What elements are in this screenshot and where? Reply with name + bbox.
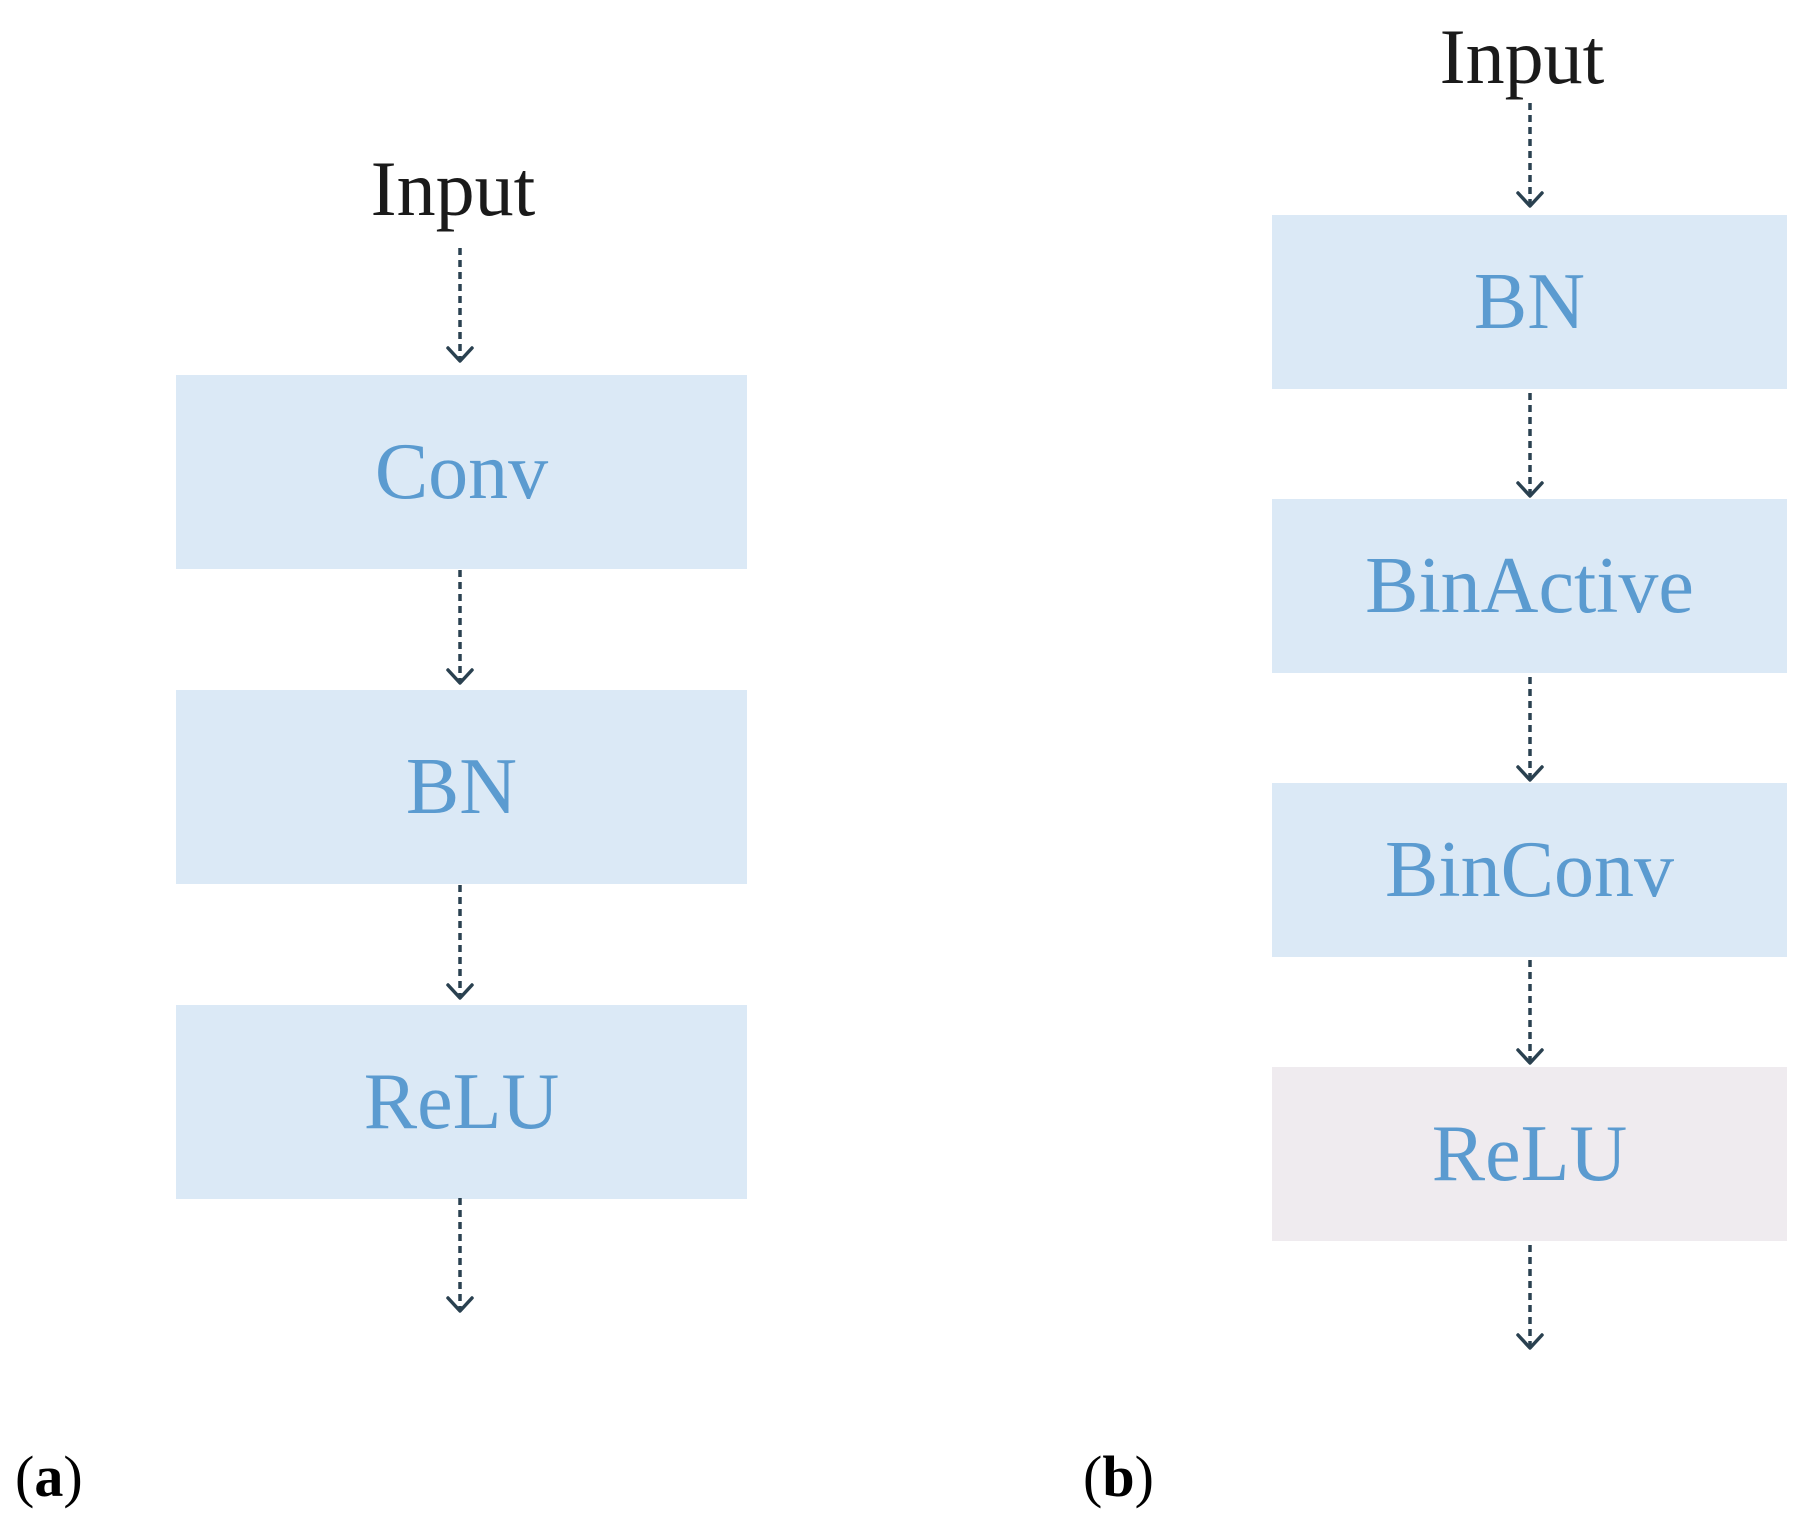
panel-a-block-conv: Conv — [176, 375, 747, 569]
panel-a-label-close: ) — [63, 1444, 83, 1509]
panel-b-arrow-binactive-to-binconv — [1516, 677, 1544, 782]
panel-b-arrow-output — [1516, 1245, 1544, 1350]
panel-b-block-relu: ReLU — [1272, 1067, 1787, 1241]
panel-b-block-bn: BN — [1272, 215, 1787, 389]
panel-a-label-letter: a — [34, 1444, 64, 1509]
panel-a-block-relu: ReLU — [176, 1005, 747, 1199]
panel-b-arrow-bn-to-binactive — [1516, 393, 1544, 498]
panel-a-arrow-output — [446, 1198, 474, 1313]
panel-b-label: (b) — [1083, 1448, 1154, 1506]
panel-b-label-close: ) — [1134, 1444, 1154, 1509]
panel-b-label-open: ( — [1083, 1444, 1103, 1509]
panel-b-arrow-input-to-bn — [1516, 103, 1544, 208]
panel-a-arrow-bn-to-relu — [446, 885, 474, 1000]
panel-a-block-bn: BN — [176, 690, 747, 884]
panel-b-input-label: Input — [1439, 13, 1605, 100]
panel-b-label-letter: b — [1102, 1444, 1135, 1509]
panel-a-arrow-input-to-conv — [446, 248, 474, 363]
panel-a-label: (a) — [15, 1448, 83, 1506]
panel-a-label-open: ( — [15, 1444, 35, 1509]
panel-b-block-binactive: BinActive — [1272, 499, 1787, 673]
panel-a-input-label: Input — [370, 145, 536, 232]
panel-b-block-binconv: BinConv — [1272, 783, 1787, 957]
panel-b-arrow-binconv-to-relu — [1516, 960, 1544, 1065]
panel-a-arrow-conv-to-bn — [446, 570, 474, 685]
